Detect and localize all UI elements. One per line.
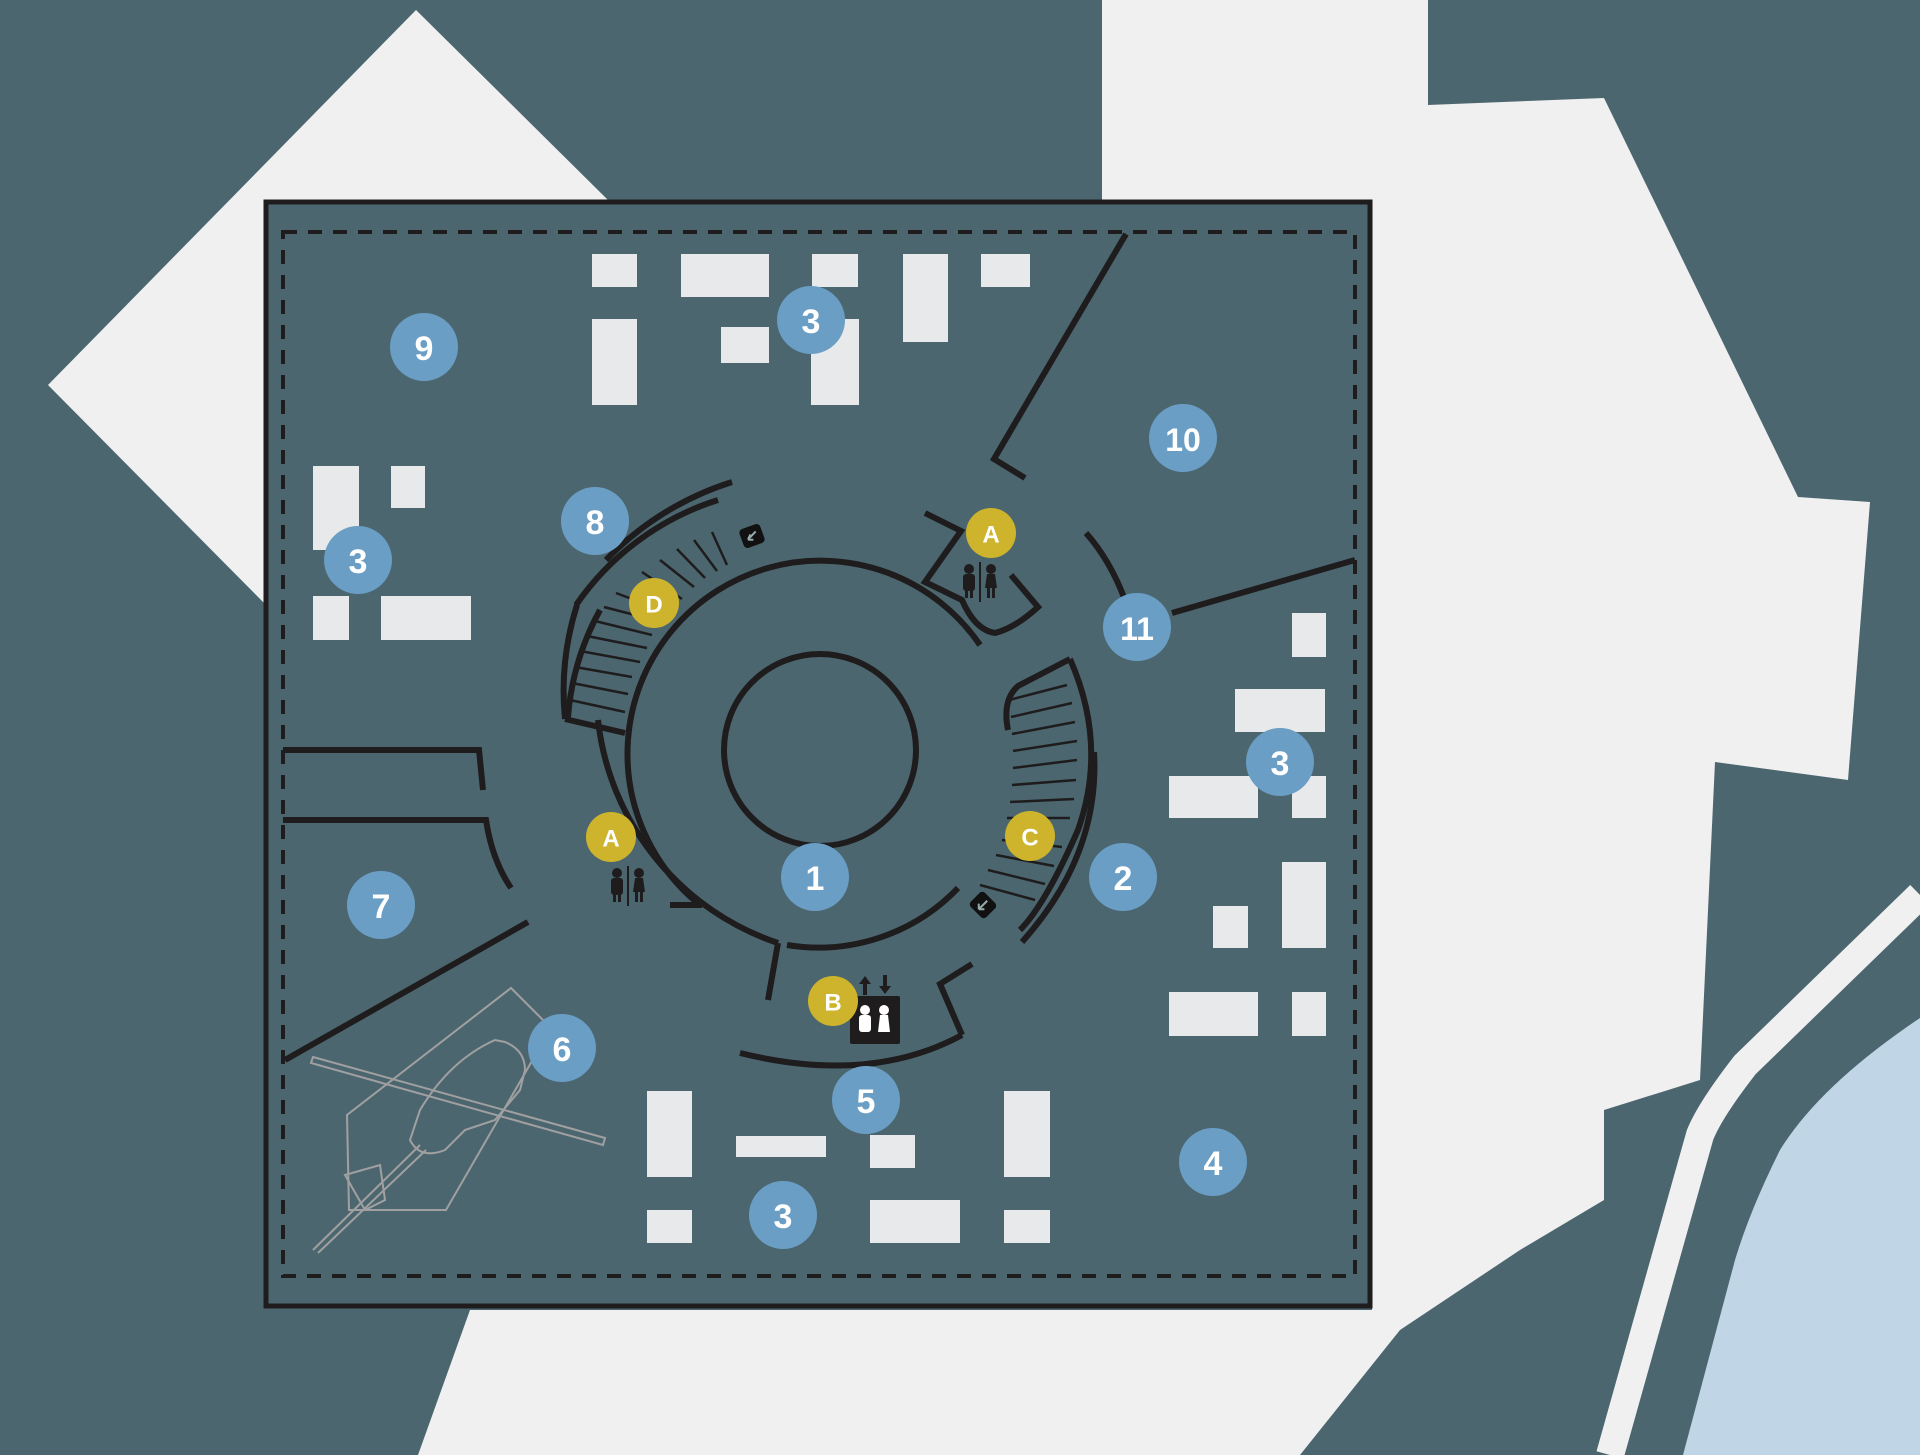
- zone-marker-3-left[interactable]: 3: [324, 526, 392, 594]
- zone-label-1: 1: [806, 860, 825, 898]
- venue-boundary-dashed: [281, 230, 1357, 1278]
- elevator-icon[interactable]: [850, 975, 900, 1044]
- escalator-icon[interactable]: [738, 523, 766, 549]
- zone-label-3-bottom: 3: [774, 1198, 793, 1236]
- facility-markers: A A B C D: [586, 508, 1055, 1026]
- facility-marker-a-left[interactable]: A: [586, 812, 636, 862]
- zone-label-8: 8: [586, 504, 605, 542]
- zone-marker-5[interactable]: 5: [832, 1066, 900, 1134]
- zone-label-3-left: 3: [349, 543, 368, 581]
- facility-marker-b[interactable]: B: [808, 976, 858, 1026]
- zone-marker-1[interactable]: 1: [781, 843, 849, 911]
- restroom-icon[interactable]: [611, 866, 645, 906]
- ground-diamond-left: [48, 10, 608, 605]
- facility-marker-a-upper[interactable]: A: [966, 508, 1016, 558]
- zone-marker-3-bottom[interactable]: 3: [749, 1181, 817, 1249]
- zone-marker-11[interactable]: 11: [1103, 593, 1171, 661]
- zone-marker-7[interactable]: 7: [347, 871, 415, 939]
- zone-marker-3-top[interactable]: 3: [777, 286, 845, 354]
- escalator-icon[interactable]: [968, 890, 998, 920]
- restroom-icon[interactable]: [963, 562, 997, 602]
- river-water: [1683, 1018, 1920, 1455]
- zone-label-2: 2: [1114, 860, 1133, 898]
- zone-label-4: 4: [1204, 1145, 1223, 1183]
- facility-marker-c[interactable]: C: [1005, 811, 1055, 861]
- zone-label-3-right: 3: [1271, 745, 1290, 783]
- walls: [283, 232, 1356, 1069]
- zone-label-9: 9: [415, 330, 434, 368]
- ground-top-right: [418, 0, 1870, 1455]
- riverside-road: [1596, 884, 1920, 1455]
- zone-marker-4[interactable]: 4: [1179, 1128, 1247, 1196]
- facility-label-b: B: [824, 990, 841, 1017]
- facility-label-c: C: [1021, 825, 1038, 852]
- zone-marker-2[interactable]: 2: [1089, 843, 1157, 911]
- zone-label-6: 6: [553, 1031, 572, 1069]
- zone-marker-9[interactable]: 9: [390, 313, 458, 381]
- zone-label-5: 5: [857, 1083, 876, 1121]
- zone-marker-3-right[interactable]: 3: [1246, 728, 1314, 796]
- zone-marker-6[interactable]: 6: [528, 1014, 596, 1082]
- zone-label-10: 10: [1165, 422, 1201, 458]
- zone-marker-8[interactable]: 8: [561, 487, 629, 555]
- zone-label-11: 11: [1120, 611, 1154, 647]
- facility-marker-d[interactable]: D: [629, 578, 679, 628]
- zone-markers: 1 2 3 3 3 3 4 5 6 7 8 9 10 11: [324, 286, 1314, 1249]
- zone-marker-10[interactable]: 10: [1149, 404, 1217, 472]
- facility-label-d: D: [645, 592, 662, 619]
- zone-label-7: 7: [372, 888, 391, 926]
- facility-label-a-upper: A: [982, 522, 999, 549]
- zone-label-3-top: 3: [802, 303, 821, 341]
- facility-label-a-left: A: [602, 826, 619, 853]
